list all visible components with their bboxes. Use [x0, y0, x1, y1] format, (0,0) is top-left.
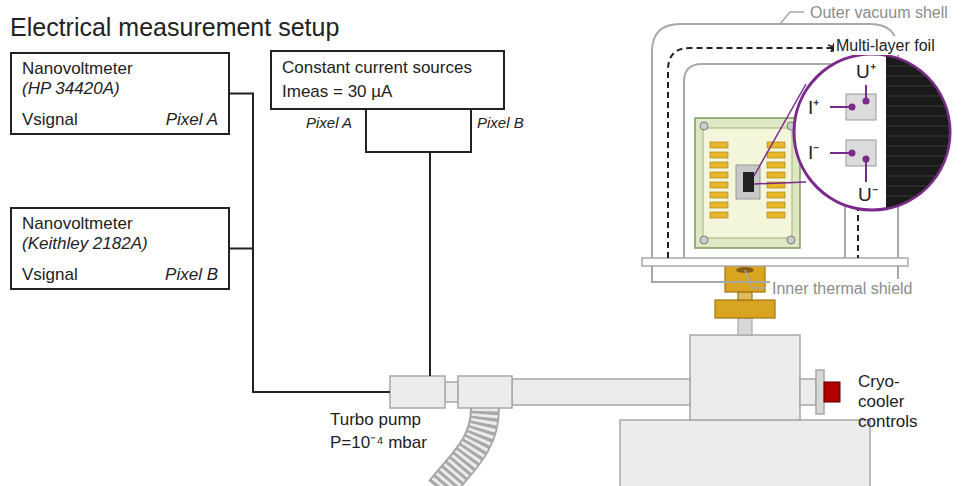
box-text: Constant current sources [282, 58, 472, 78]
annotation-label: I⁺ [808, 96, 819, 119]
instrument-box: Constant current sourcesImeas = 30 µA [270, 50, 505, 110]
wire-path [230, 94, 253, 249]
tube-joint [445, 382, 458, 402]
annotation-label: Cryo-cooler controls [858, 372, 928, 432]
vacuum-tube [512, 379, 690, 405]
gold-stem [738, 292, 752, 300]
annotation-label: Outer vacuum shell [808, 3, 950, 22]
box-text: Vsignal [22, 265, 78, 285]
box-text: (HP 34420A) [22, 79, 120, 99]
shield-leader [745, 270, 766, 288]
shell-leader [780, 12, 804, 24]
vacuum-tube [800, 379, 816, 405]
control-knob [824, 382, 840, 402]
instrument-box: Nanovoltmeter(HP 34420A) Vsignal Pixel A [10, 52, 230, 135]
shell-flange [642, 258, 908, 266]
pump-hose [440, 408, 485, 486]
box-text: (Keithley 2182A) [22, 234, 148, 254]
cold-finger-stem [738, 318, 752, 335]
flange [816, 370, 824, 414]
annotation-label: Multi-layer foil [834, 36, 937, 55]
annotation-label: U⁻ [858, 183, 878, 206]
contact-pad [846, 94, 876, 120]
feedthrough-box [390, 376, 445, 408]
probe-dots [849, 98, 870, 163]
box-text: Nanovoltmeter [22, 214, 133, 234]
cryocooler-base [620, 420, 870, 486]
annotation-label: Pixel A [306, 114, 352, 132]
signal-wire [253, 248, 390, 392]
magnified-chip [886, 50, 964, 220]
turbo-pump-box [458, 376, 512, 408]
contact-pad [846, 140, 876, 166]
box-text: Pixel B [165, 265, 218, 285]
box-text: Nanovoltmeter [22, 59, 133, 79]
current-wire [366, 110, 471, 376]
annotation-label: I⁻ [808, 141, 819, 164]
probe-leads [830, 85, 866, 182]
pump-hose-ridges [440, 408, 485, 486]
gold-mount [715, 300, 775, 318]
annotation-label: Pixel B [477, 114, 524, 132]
sample-chip [743, 172, 754, 192]
diagram-title: Electrical measurement setup [10, 12, 339, 42]
annotation-label: U⁺ [856, 60, 876, 83]
instrument-box: Nanovoltmeter(Keithley 2182A) Vsignal Pixe… [10, 207, 230, 290]
signal-wire [230, 94, 253, 249]
annotation-label: Turbo pump [330, 410, 421, 430]
annotation-label: P=10⁻⁴ mbar [330, 433, 427, 453]
annotation-label: Inner thermal shield [770, 279, 915, 298]
bond-pads [710, 142, 785, 218]
box-text: Vsignal [22, 110, 78, 130]
central-block [690, 335, 800, 420]
chip-carrier [736, 165, 760, 199]
box-text: Pixel A [166, 110, 218, 130]
box-text: Imeas = 30 µA [282, 82, 392, 102]
